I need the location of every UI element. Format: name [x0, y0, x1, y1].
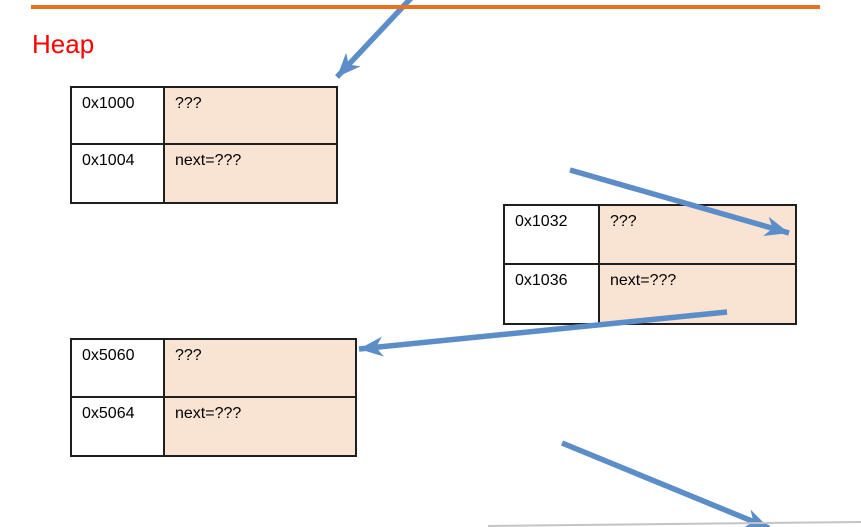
heap-node-table-0x5060: 0x5060 ??? 0x5064 next=??? [70, 338, 357, 457]
value-cell: ??? [165, 340, 355, 398]
address-cell: 0x1004 [72, 145, 165, 202]
top-accent-line [31, 5, 820, 9]
heap-node-table-0x1032: 0x1032 ??? 0x1036 next=??? [503, 204, 797, 325]
value-cell: next=??? [165, 397, 355, 455]
address-cell: 0x1036 [505, 264, 600, 323]
heap-title: Heap [32, 29, 95, 59]
value-cell: ??? [165, 88, 336, 145]
pointer-arrow-into-node-0x1000 [334, 0, 414, 79]
cutoff-shape-top-edge [487, 521, 861, 527]
value-cell: next=??? [165, 145, 336, 202]
value-cell: next=??? [600, 264, 795, 323]
address-cell: 0x1000 [72, 88, 165, 145]
address-cell: 0x1032 [505, 206, 600, 265]
address-cell: 0x5064 [72, 397, 165, 455]
value-cell: ??? [600, 206, 795, 265]
pointer-arrow-offscreen-bottom [560, 440, 771, 527]
heap-node-table-0x1000: 0x1000 ??? 0x1004 next=??? [70, 86, 338, 204]
address-cell: 0x5060 [72, 340, 165, 398]
